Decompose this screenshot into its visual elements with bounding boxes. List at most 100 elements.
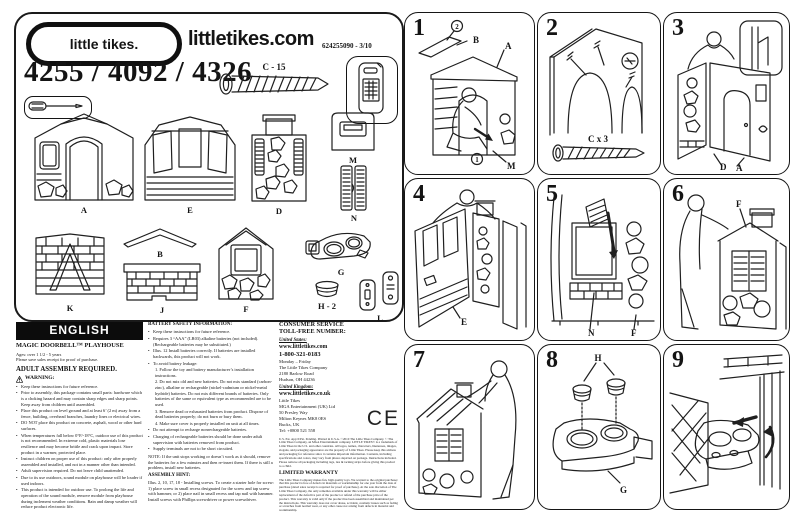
us-phone: 1-800-321-0183 [279,351,321,359]
warning-triangle-icon [16,375,23,383]
part-l-label: L [377,313,383,323]
battery-heading: BATTERY SAFETY INFORMATION: [148,322,232,327]
limited-warranty-text: The Little Tikes Company makes fun, high… [279,477,398,513]
part-k-label: K [66,303,74,313]
svg-text:M: M [507,161,516,171]
part-e: E [140,111,240,215]
svg-text:D: D [720,162,727,172]
us-address-line: 2180 Barlow Road [279,371,314,377]
toll-free-title: TOLL-FREE NUMBER: [279,327,346,335]
battery-item: Charging of rechargeable batteries shoul… [148,434,275,445]
battery-item: Illus. 12 Install batteries correctly. I… [148,348,275,359]
svg-text:B: B [473,35,479,45]
part-g: G [304,228,378,277]
assembly-hint-heading: ASSEMBLY HINT: [148,472,191,478]
part-e-label: E [187,205,193,215]
step-3-panel: 3 D A [663,12,790,175]
step-4-panel: 4 E [404,178,535,341]
warning-item: Instruct children on proper use of this … [16,456,143,467]
svg-text:2: 2 [455,23,459,31]
warning-item: Place this product on level ground and a… [16,408,143,419]
svg-text:E: E [461,317,467,327]
step-2-number: 2 [546,15,558,41]
document-number: 624255090 - 3/10 [322,42,372,50]
part-d-label: D [275,206,283,216]
svg-text:G: G [620,485,627,495]
battery-item: Do not attempt to recharge nonrechargeab… [148,427,275,433]
part-g-label: G [337,267,345,277]
legal-fine-print: U.S. Pat. App’d/Pat. Pending. Printed in… [279,436,398,468]
step-8-illustration: H G [552,353,653,495]
svg-text:C x 3: C x 3 [588,134,608,144]
step-9-illustration [669,354,785,494]
screwdriver-icon [24,96,92,119]
consumer-service-title: CONSUMER SERVICE [279,321,344,328]
svg-text:A: A [736,163,743,173]
consumer-service-column: CONSUMER SERVICE TOLL-FREE NUMBER: Unite… [279,321,398,513]
step-9-panel: 9 [663,344,790,510]
svg-text:A: A [505,41,512,51]
warning-item: Adult supervision required. Do not leave… [16,468,143,474]
battery-note: NOTE: If the unit stops working or doesn… [148,453,273,471]
battery-item: Keep these instructions for future refer… [148,329,275,335]
step-7-panel: 7 [404,344,535,510]
language-banner: ENGLISH [16,322,143,341]
step-1-panel: 1 2 B A [404,12,535,175]
warning-heading: WARNING: [16,375,143,383]
part-j-label: J [159,305,165,315]
battery-item: Requires 3 “AAA” (LR03) alkaline batteri… [148,336,275,347]
part-d: D [244,113,314,216]
part-a: A [30,108,138,215]
warning-item: Prior to assembly, this package contains… [16,390,143,407]
uk-label: United Kingdom: [279,384,314,390]
us-address-line: The Little Tikes Company [279,365,328,371]
uk-address-line: Bucks, UK [279,421,300,427]
part-h: H - 2 [310,280,344,311]
step-2-panel: 2 C x 3 [537,12,661,175]
model-numbers: 4255 / 4092 / 4326 [24,56,253,88]
warning-item: Due to its use outdoors, sound module on… [16,475,143,486]
us-address-line: Hudson, OH 44236 [279,376,315,382]
us-label: United States: [279,337,307,343]
step-4-illustration: E [414,189,527,330]
part-m-label: M [348,155,358,165]
receipt-line: Please save sales receipt for proof of p… [16,357,99,363]
part-b: B [122,226,198,259]
screw-c15-diagram: C - 15 [212,58,348,98]
part-f: F [214,223,278,314]
svg-text:H: H [594,353,601,363]
logo-text: little tikes. [69,36,139,52]
part-l: L [356,270,404,323]
uk-website: www.littletikes.co.uk [279,390,331,397]
step-7-illustration [416,360,517,500]
step-3-number: 3 [672,15,684,41]
part-m: M [328,110,378,165]
part-a-label: A [80,205,88,215]
website-text: littletikes.com [188,28,314,50]
step-5-illustration: N F [550,194,655,338]
step-1-illustration: 2 B A 1 M [418,19,518,171]
product-title: MAGIC DOORBELL™ PLAYHOUSE [16,342,124,350]
uk-address-line: Tel: +0800 521 558 [279,427,316,433]
part-k: K [32,230,108,313]
limited-warranty-heading: LIMITED WARRANTY [279,470,339,477]
ages-line: Ages: over 1 1/2 - 5 years [16,351,62,357]
battery-column: BATTERY SAFETY INFORMATION: Keep these i… [148,322,275,503]
warning-item: Keep these instructions for future refer… [16,384,143,390]
battery-leak-step: 4. Make sure cover is properly installed… [155,420,260,426]
part-b-label: B [157,249,163,259]
step-6-illustration: F [679,194,787,330]
uk-address-line: Milton Keynes MK8 0ES [279,416,327,421]
uk-address-line: MGA Entertainment (UK) Ltd [279,404,336,410]
step-8-number: 8 [546,347,558,373]
uk-address-line: 50 Presley Way [279,410,308,416]
screw-c15-label: C - 15 [263,62,286,72]
step-3-illustration: D A [677,20,783,173]
svg-text:F: F [631,328,637,338]
battery-leak-step: 1. Follow the toy and battery manufactur… [155,367,254,378]
step-7-number: 7 [413,347,425,373]
adult-assembly-heading: ADULT ASSEMBLY REQUIRED. [16,365,117,373]
warning-item: DO NOT place this product on concrete, a… [16,420,143,431]
battery-leak-step: 3. Remove dead or exhausted batteries fr… [155,408,269,420]
part-n-label: N [350,213,358,223]
